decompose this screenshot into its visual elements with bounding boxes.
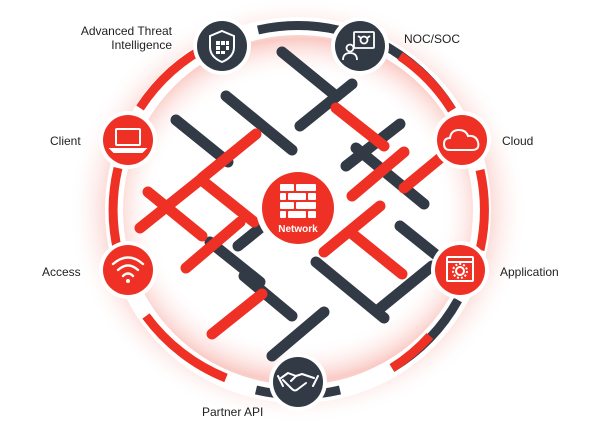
lattice-bar xyxy=(238,270,298,322)
node-label-cloud: Cloud xyxy=(502,134,534,148)
node-label-line: Intelligence xyxy=(111,38,172,52)
app-window-gear-icon xyxy=(446,256,474,282)
node-label-advanced-threat-intelligence: Advanced Threat Intelligence xyxy=(60,24,172,52)
node-label-client: Client xyxy=(50,134,81,148)
node-label-noc-soc: NOC/SOC xyxy=(404,32,461,46)
center-node-label: Network xyxy=(278,224,318,235)
cloud-icon xyxy=(442,128,480,151)
shield-icon xyxy=(209,29,235,64)
lattice-bar xyxy=(394,220,446,264)
lattice-bar xyxy=(340,118,406,172)
ring-segment-left-mid xyxy=(108,166,123,254)
woven-lattice xyxy=(134,46,456,362)
node-label-partner-api: Partner API xyxy=(202,405,264,419)
lattice-bar xyxy=(198,176,260,228)
lattice-bar xyxy=(276,46,342,102)
lattice-bar xyxy=(294,78,358,132)
node-partner-api xyxy=(269,353,327,411)
lattice-bar xyxy=(206,288,268,340)
lattice-bar xyxy=(196,128,262,184)
lattice-bar xyxy=(180,216,246,274)
node-noc-soc xyxy=(331,17,389,75)
lattice-bar xyxy=(344,226,408,280)
wifi-icon xyxy=(111,256,145,283)
node-application xyxy=(431,241,489,299)
node-label-access: Access xyxy=(42,265,81,279)
node-label-application: Application xyxy=(500,265,559,279)
ring-segment-right-upper-red xyxy=(397,52,456,113)
node-client xyxy=(99,111,157,169)
ring-segment-right-mid xyxy=(475,169,489,251)
lattice-bar xyxy=(372,260,438,316)
lattice-bar xyxy=(142,186,208,242)
node-cloud xyxy=(433,111,491,169)
lattice-bar xyxy=(266,306,330,362)
handshake-icon xyxy=(277,372,319,392)
node-label-line: Advanced Threat xyxy=(80,24,172,38)
lattice-bar xyxy=(170,114,234,168)
lattice-bar xyxy=(220,90,298,156)
node-access xyxy=(99,241,157,299)
laptop-icon xyxy=(108,128,148,153)
ring-segment-left-lower xyxy=(142,313,228,383)
analyst-monitor-icon xyxy=(342,31,375,61)
center-node: Network xyxy=(256,166,340,250)
lattice-bar xyxy=(346,146,410,202)
ring-segment-top xyxy=(257,21,339,35)
firewall-icon xyxy=(280,184,316,218)
ring-segment-right-lower-red xyxy=(389,332,434,372)
lattice-bar xyxy=(330,102,390,152)
node-advanced-threat-intelligence xyxy=(193,17,251,75)
lattice-bar xyxy=(350,142,430,210)
